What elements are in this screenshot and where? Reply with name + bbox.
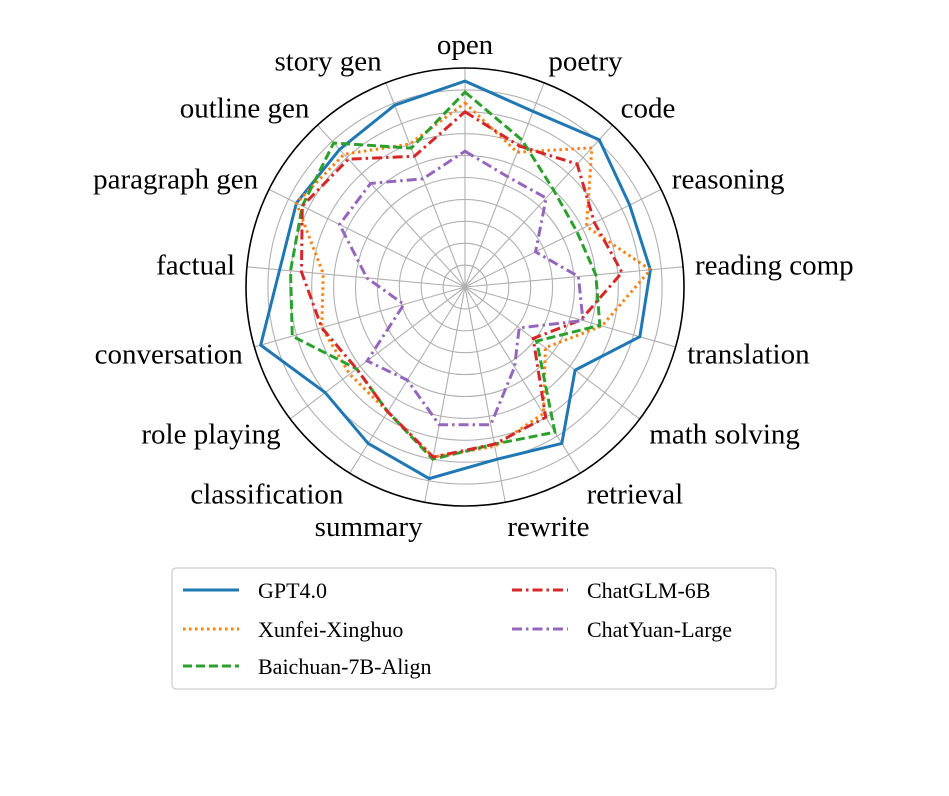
grid-spoke (464, 286, 506, 503)
grid-spoke (464, 286, 641, 420)
series-lines (258, 79, 653, 481)
category-label: translation (687, 339, 810, 371)
category-label: math solving (649, 418, 800, 450)
category-label: poetry (548, 45, 623, 77)
category-label: factual (156, 250, 235, 282)
grid-spoke (385, 82, 466, 288)
legend-label-1: Xunfei-Xinghuo (258, 617, 403, 642)
category-label: conversation (95, 339, 244, 371)
legend-label-3: ChatGLM-6B (587, 578, 710, 603)
grid-spoke (464, 266, 684, 288)
category-label: paragraph gen (93, 164, 259, 196)
grid-spoke (289, 286, 466, 420)
category-label: story gen (274, 45, 382, 77)
series-line-1 (294, 101, 653, 459)
grid-spoke (464, 82, 545, 288)
category-label: code (621, 92, 676, 124)
grid-spoke (464, 124, 613, 288)
grid-spoke (246, 266, 466, 288)
category-label: summary (315, 511, 423, 543)
category-label: outline gen (180, 92, 310, 124)
legend-label-4: ChatYuan-Large (587, 617, 732, 642)
grid-spoke (424, 286, 466, 503)
polar-grid (245, 67, 685, 507)
category-label: reasoning (672, 164, 785, 196)
outer-ring (245, 67, 685, 507)
category-label: classification (190, 479, 344, 511)
category-label: role playing (141, 418, 280, 450)
legend-label-2: Baichuan-7B-Align (258, 654, 432, 679)
category-label: retrieval (587, 479, 684, 511)
category-label: rewrite (507, 511, 589, 543)
category-label: open (437, 29, 494, 61)
legend-box (171, 567, 777, 690)
category-labels: open poetry code reasoning reading comp trans… (93, 29, 854, 543)
series-line-2 (289, 90, 602, 461)
grid-spoke (254, 286, 466, 348)
grid-spoke (317, 124, 466, 288)
series-line-3 (299, 109, 624, 459)
series-line-4 (337, 149, 585, 427)
category-label: reading comp (695, 250, 854, 282)
legend-label-0: GPT4.0 (258, 578, 327, 603)
